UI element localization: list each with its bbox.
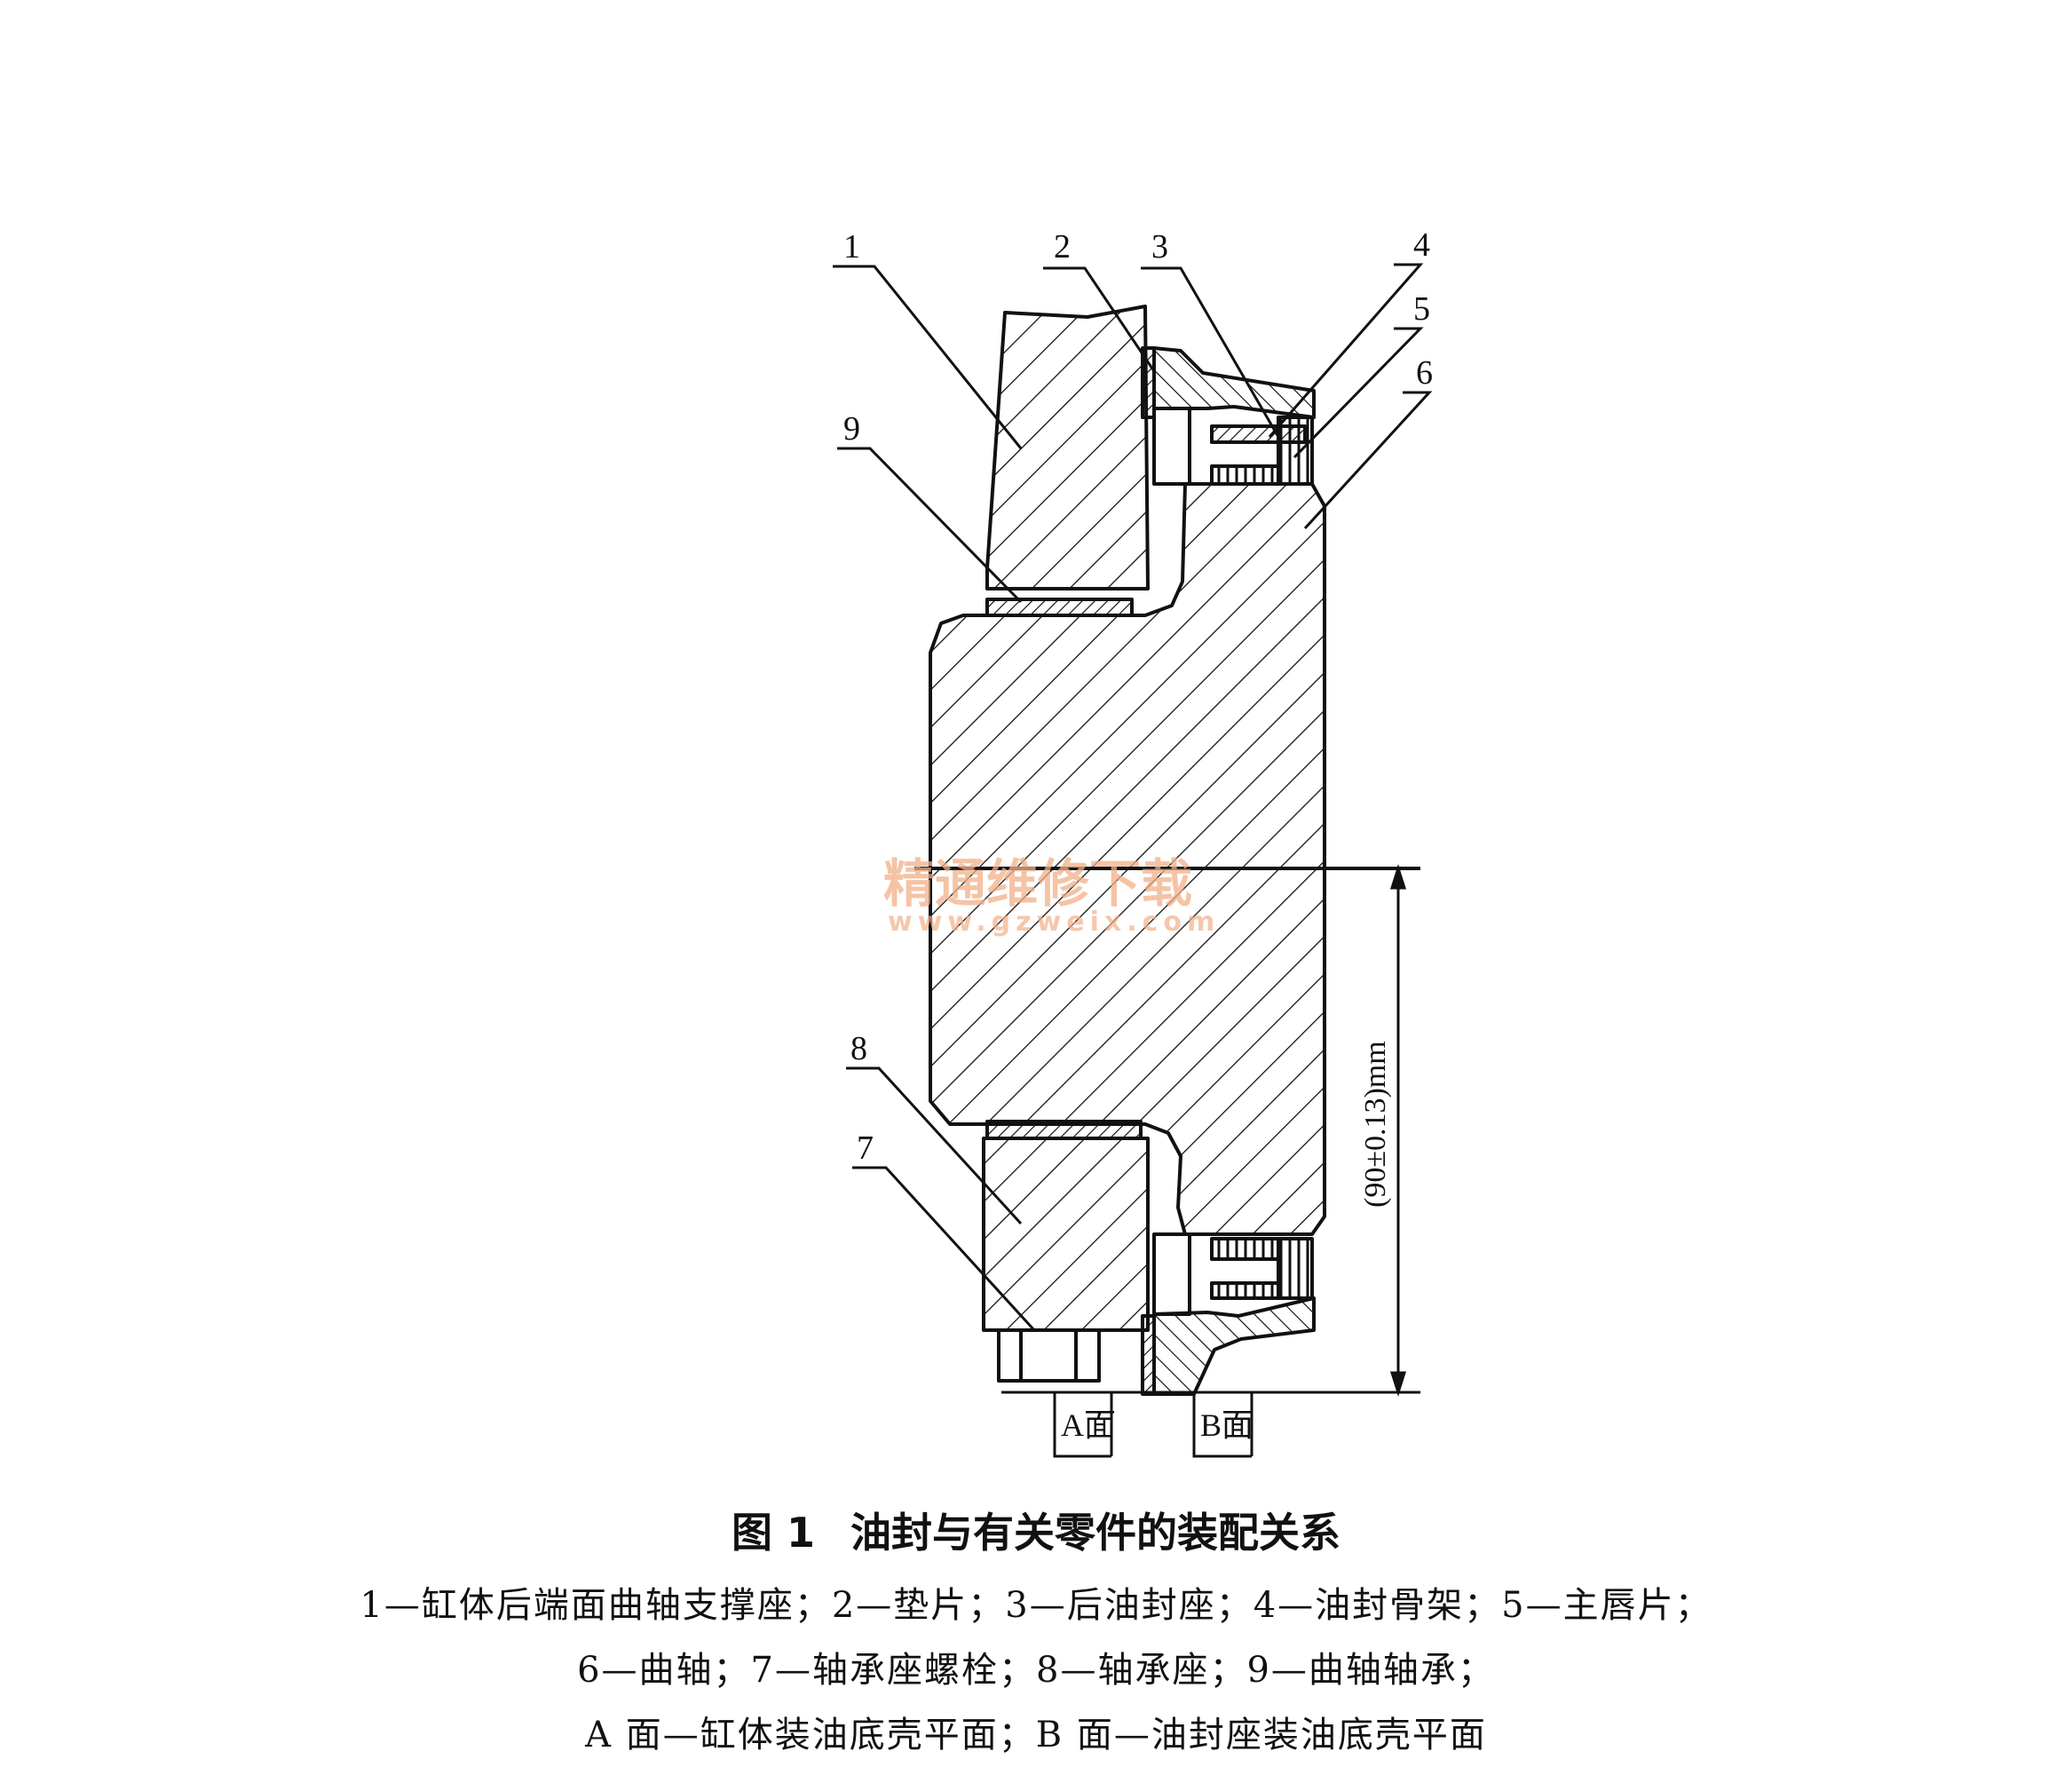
dimension-arrow-top (1389, 864, 1407, 890)
rear-oil-seal-seat-bottom (1152, 1296, 1316, 1396)
face-b-box (1194, 1391, 1253, 1456)
face-b-bracket (1192, 1392, 1252, 1458)
part-label-2: 2 (1054, 228, 1071, 265)
face-a-bracket (1053, 1392, 1111, 1458)
seal-inner-bottom (1277, 1237, 1314, 1300)
figure-number: 图 1 (731, 1509, 815, 1557)
leader-5 (1293, 327, 1424, 459)
main-lip-top (1210, 464, 1280, 486)
seal-inner-top (1277, 416, 1314, 486)
seal-seat-wall-top (1152, 407, 1191, 486)
part-label-9: 9 (843, 410, 860, 448)
part-label-7: 7 (857, 1129, 874, 1167)
bearing-seat-bolt (997, 1328, 1101, 1383)
leader-2 (1043, 266, 1156, 372)
leader-1 (833, 265, 1023, 449)
part-label-8: 8 (850, 1030, 867, 1067)
face-b-label: B面 (1200, 1407, 1253, 1443)
gasket-bottom (1141, 1314, 1156, 1396)
legend-line-3: A 面—缸体装油底壳平面；B 面—油封座装油底壳平面 (585, 1715, 1487, 1755)
face-a-label: A面 (1061, 1407, 1116, 1443)
watermark-text: 精通维修下载 (883, 853, 1192, 914)
leader-8 (846, 1066, 1023, 1225)
face-a-box (1055, 1391, 1113, 1456)
legend-line-1: 1—缸体后端面曲轴支撑座；2—垫片；3—后油封座；4—油封骨架；5—主唇片； (360, 1585, 1712, 1626)
cylinder-block-support-top (985, 305, 1150, 590)
seal-seat-wall-bottom (1152, 1232, 1191, 1316)
part-label-4: 4 (1413, 226, 1430, 264)
part-label-6: 6 (1416, 354, 1433, 392)
leader-9 (837, 447, 1023, 604)
figure-title: 油封与有关零件的装配关系 (850, 1509, 1341, 1557)
part-label-3: 3 (1151, 228, 1168, 265)
leader-6 (1303, 391, 1433, 530)
part-label-1: 1 (843, 228, 860, 265)
leader-4 (1268, 263, 1424, 438)
crankshaft (929, 482, 1326, 1236)
leader-3 (1141, 266, 1280, 438)
dimension-arrow-bottom (1389, 1371, 1407, 1397)
figure-caption: 图 1 油封与有关零件的装配关系 (0, 1501, 2072, 1559)
legend-line-2: 6—曲轴；7—轴承座螺栓；8—轴承座；9—曲轴轴承； (577, 1650, 1495, 1691)
watermark-url: www.gzweix.com (888, 907, 1220, 938)
oil-seal-frame-bottom (1210, 1237, 1280, 1261)
dimension-label: (90±0.13)mm (1359, 1041, 1392, 1208)
leader-7 (852, 1166, 1036, 1332)
main-lip-bottom (1210, 1281, 1280, 1300)
part-label-5: 5 (1413, 290, 1430, 328)
crankshaft-bearing-top (985, 598, 1134, 617)
